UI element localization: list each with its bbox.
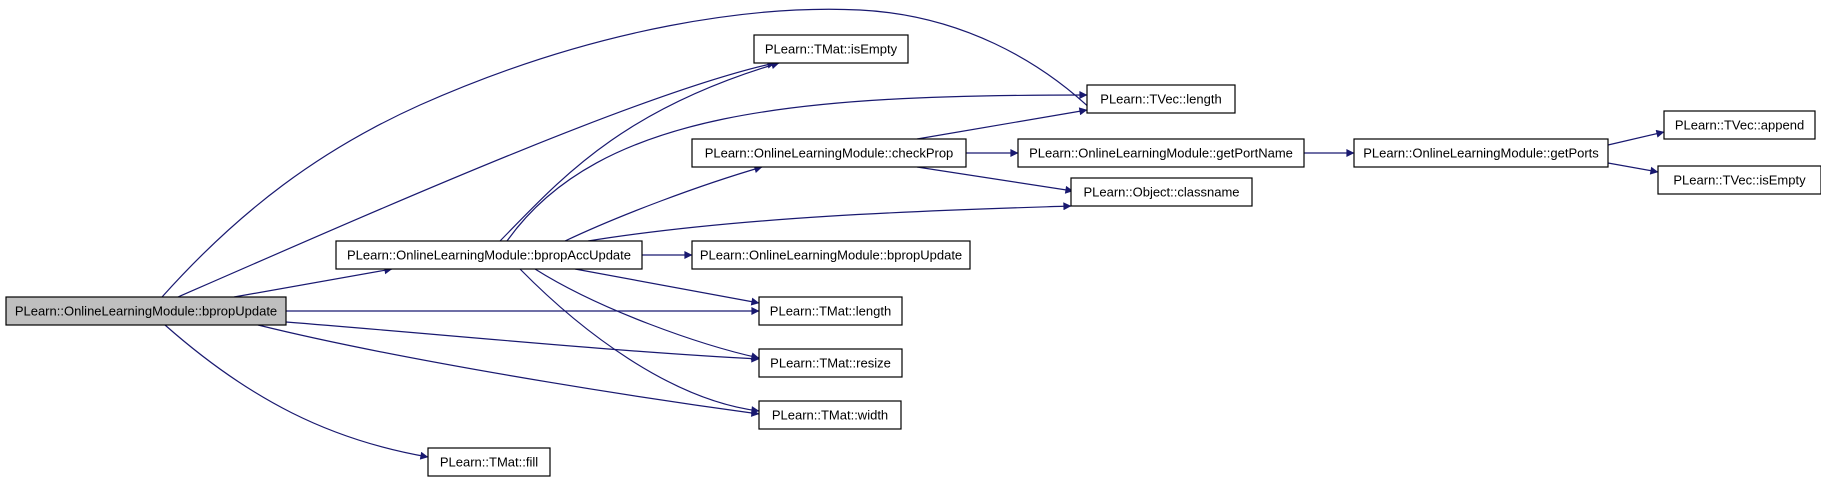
edge-line (587, 202, 1072, 242)
node-label: PLearn::TMat::length (770, 304, 891, 319)
edge-root-to-resize (285, 321, 760, 363)
edge-line (233, 266, 393, 298)
node-root: PLearn::OnlineLearningModule::bpropUpdat… (5, 296, 287, 326)
node-getports[interactable]: PLearn::OnlineLearningModule::getPorts (1353, 138, 1609, 168)
edge-acc-to-width (519, 268, 760, 415)
nodes: PLearn::OnlineLearningModule::bpropUpdat… (5, 34, 1821, 477)
node-box (5, 296, 287, 326)
node-tmatlen[interactable]: PLearn::TMat::length (758, 296, 903, 326)
edge-acc-to-check (564, 165, 763, 242)
edge-root-to-width (257, 324, 760, 417)
node-label: PLearn::OnlineLearningModule::bpropUpdat… (700, 248, 962, 263)
node-label: PLearn::TVec::length (1100, 92, 1221, 107)
edge-acc-to-tmatlen (574, 268, 760, 306)
node-fill[interactable]: PLearn::TMat::fill (427, 447, 551, 477)
edge-root-to-fill (164, 324, 429, 460)
node-box (758, 400, 902, 430)
edge-getports-to-append (1607, 129, 1665, 146)
edge-check-to-tveclen (916, 107, 1088, 140)
node-bpu2[interactable]: PLearn::OnlineLearningModule::bpropUpdat… (691, 240, 971, 270)
edge-line (916, 107, 1088, 140)
edge-line (1607, 162, 1659, 175)
edge-check-to-classname (916, 166, 1074, 194)
edge-line (506, 91, 1088, 242)
edge-line (574, 268, 760, 306)
edge-line (534, 268, 760, 361)
edge-getports-to-tvecempty (1607, 162, 1659, 175)
edge-line (916, 166, 1074, 194)
edge-root-to-tveclen (161, 8, 1096, 298)
edge-root-to-acc (233, 266, 393, 298)
node-label: PLearn::OnlineLearningModule::getPorts (1363, 146, 1599, 161)
node-box (691, 240, 971, 270)
edges (161, 8, 1665, 460)
edge-line (499, 61, 780, 242)
node-tveclen[interactable]: PLearn::TVec::length (1086, 84, 1236, 114)
node-portname[interactable]: PLearn::OnlineLearningModule::getPortNam… (1017, 138, 1305, 168)
node-label: PLearn::OnlineLearningModule::checkProp (705, 146, 954, 161)
edge-line (1607, 129, 1665, 146)
edge-line (164, 324, 429, 460)
node-box (335, 240, 643, 270)
node-tvecempty[interactable]: PLearn::TVec::isEmpty (1657, 165, 1821, 195)
node-label: PLearn::TMat::width (772, 408, 888, 423)
node-label: PLearn::OnlineLearningModule::getPortNam… (1029, 146, 1293, 161)
node-box (758, 296, 903, 326)
node-append[interactable]: PLearn::TVec::append (1663, 110, 1816, 140)
node-check[interactable]: PLearn::OnlineLearningModule::checkProp (691, 138, 967, 168)
node-box (1017, 138, 1305, 168)
node-box (1070, 177, 1253, 207)
node-label: PLearn::Object::classname (1083, 185, 1239, 200)
edge-line (285, 321, 760, 363)
edge-line (257, 324, 760, 417)
node-box (1353, 138, 1609, 168)
edge-root-to-isempty (177, 60, 776, 298)
node-box (1657, 165, 1821, 195)
edge-line (519, 268, 760, 415)
node-box (753, 34, 909, 64)
node-box (427, 447, 551, 477)
node-width[interactable]: PLearn::TMat::width (758, 400, 902, 430)
node-label: PLearn::TMat::isEmpty (765, 42, 898, 57)
node-isempty[interactable]: PLearn::TMat::isEmpty (753, 34, 909, 64)
node-label: PLearn::TMat::fill (440, 455, 538, 470)
edge-acc-to-tveclen (506, 91, 1088, 242)
node-classname[interactable]: PLearn::Object::classname (1070, 177, 1253, 207)
node-box (691, 138, 967, 168)
edge-line (161, 8, 1096, 298)
node-label: PLearn::TVec::append (1675, 118, 1804, 133)
node-label: PLearn::OnlineLearningModule::bpropAccUp… (347, 248, 631, 263)
node-box (1663, 110, 1816, 140)
edge-acc-to-isempty (499, 61, 780, 242)
node-label: PLearn::OnlineLearningModule::bpropUpdat… (15, 304, 277, 319)
node-resize[interactable]: PLearn::TMat::resize (758, 348, 903, 378)
node-box (1086, 84, 1236, 114)
edge-line (564, 165, 763, 242)
edge-acc-to-classname (587, 202, 1072, 242)
edge-line (177, 60, 776, 298)
node-label: PLearn::TMat::resize (770, 356, 891, 371)
node-box (758, 348, 903, 378)
edge-acc-to-resize (534, 268, 760, 361)
node-acc[interactable]: PLearn::OnlineLearningModule::bpropAccUp… (335, 240, 643, 270)
node-label: PLearn::TVec::isEmpty (1673, 173, 1806, 188)
